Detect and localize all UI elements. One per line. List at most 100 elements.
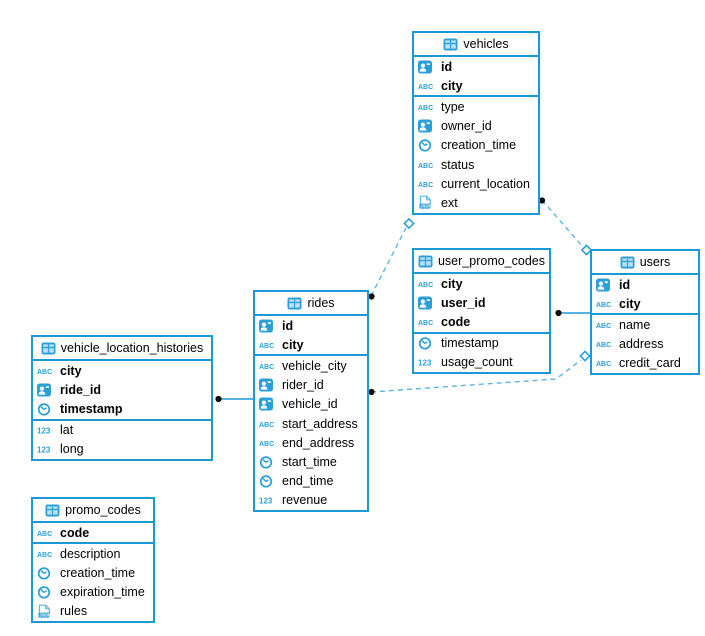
table-header[interactable]: vehicle_location_histories	[33, 337, 211, 361]
dot-marker	[368, 293, 375, 300]
table-header[interactable]: promo_codes	[33, 499, 153, 523]
table-header[interactable]: vehicles	[414, 33, 538, 57]
field-row-rider_id[interactable]: rider_id	[255, 376, 367, 395]
svg-text:ABC: ABC	[418, 105, 433, 112]
field-row-creation_time[interactable]: creation_time	[414, 136, 538, 155]
uuid-icon	[259, 319, 277, 333]
field-row-timestamp[interactable]: timestamp	[33, 399, 211, 418]
uuid-icon	[259, 378, 277, 392]
field-row-start_address[interactable]: ABC start_address	[255, 414, 367, 433]
field-row-current_location[interactable]: ABC current_location	[414, 174, 538, 193]
svg-text:ABC: ABC	[596, 342, 611, 349]
field-row-id[interactable]: id	[592, 275, 698, 294]
uuid-icon	[37, 383, 55, 397]
field-name: owner_id	[441, 119, 492, 134]
number-icon: 123	[37, 423, 55, 437]
table-header[interactable]: user_promo_codes	[414, 250, 549, 274]
field-name: usage_count	[441, 355, 513, 370]
field-row-start_time[interactable]: start_time	[255, 452, 367, 471]
field-name: rules	[60, 604, 88, 619]
field-row-id[interactable]: id	[255, 316, 367, 335]
json-icon: JSON	[418, 196, 436, 210]
uuid-icon	[418, 296, 436, 310]
abc-icon: ABC	[418, 100, 436, 114]
field-row-end_time[interactable]: end_time	[255, 472, 367, 491]
field-row-owner_id[interactable]: owner_id	[414, 117, 538, 136]
table-icon	[45, 503, 60, 517]
dot-marker	[555, 309, 562, 317]
field-name: status	[441, 157, 475, 172]
svg-text:ABC: ABC	[418, 163, 433, 170]
field-row-user_id[interactable]: user_id	[414, 293, 549, 312]
field-row-timestamp[interactable]: timestamp	[414, 334, 549, 353]
table-header[interactable]: users	[592, 251, 698, 275]
field-name: ride_id	[60, 382, 101, 397]
abc-icon: ABC	[596, 337, 614, 351]
field-row-vehicle_id[interactable]: vehicle_id	[255, 395, 367, 414]
field-name: current_location	[441, 176, 530, 191]
abc-icon: ABC	[259, 338, 277, 352]
svg-text:ABC: ABC	[37, 369, 52, 376]
field-name: rider_id	[282, 378, 324, 393]
field-row-id[interactable]: id	[414, 57, 538, 76]
field-row-creation_time[interactable]: creation_time	[33, 563, 153, 582]
field-name: long	[60, 442, 84, 457]
field-name: start_address	[282, 416, 358, 431]
field-name: city	[441, 78, 463, 93]
table-name: users	[639, 255, 671, 269]
field-name: name	[619, 317, 651, 332]
svg-text:ABC: ABC	[259, 422, 274, 429]
svg-text:ABC: ABC	[596, 361, 611, 368]
uuid-icon	[596, 278, 614, 292]
svg-text:ABC: ABC	[259, 441, 274, 448]
table-header[interactable]: rides	[255, 292, 367, 316]
field-row-expiration_time[interactable]: expiration_time	[33, 583, 153, 602]
field-row-city[interactable]: ABC city	[255, 335, 367, 354]
dot-marker	[215, 395, 222, 403]
field-name: city	[282, 337, 304, 352]
field-name: creation_time	[441, 138, 517, 153]
field-name: city	[619, 296, 641, 311]
field-row-ride_id[interactable]: ride_id	[33, 380, 211, 399]
svg-text:ABC: ABC	[418, 282, 433, 289]
field-row-status[interactable]: ABC status	[414, 155, 538, 174]
table-icon	[620, 255, 635, 269]
diamond-marker	[579, 350, 591, 362]
field-name: description	[60, 546, 121, 561]
svg-text:ABC: ABC	[418, 182, 433, 189]
field-name: id	[441, 59, 453, 74]
table-name: user_promo_codes	[437, 254, 545, 268]
field-name: revenue	[282, 493, 328, 508]
dot-marker	[368, 388, 375, 396]
